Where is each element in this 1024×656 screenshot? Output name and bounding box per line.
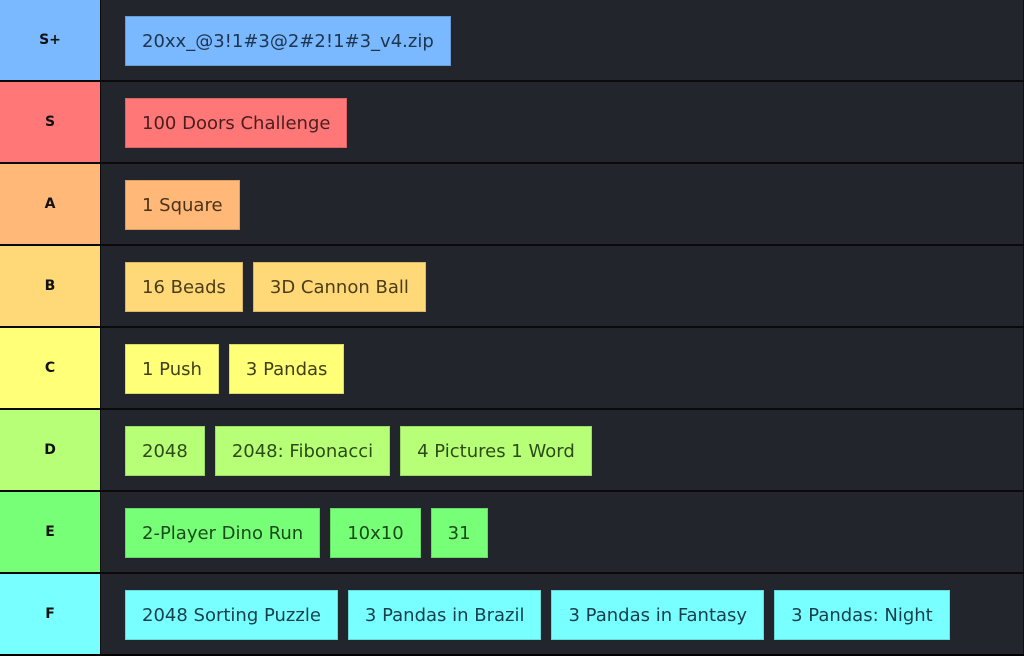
tier-item[interactable]: 3 Pandas in Fantasy bbox=[551, 590, 765, 640]
tier-row-d: D 2048 2048: Fibonacci 4 Pictures 1 Word bbox=[0, 410, 1024, 492]
tier-item[interactable]: 3 Pandas in Brazil bbox=[347, 590, 542, 640]
tier-items[interactable]: 2048 2048: Fibonacci 4 Pictures 1 Word bbox=[101, 410, 1024, 490]
tier-items[interactable]: 16 Beads 3D Cannon Ball bbox=[101, 246, 1024, 326]
tier-item[interactable]: 1 Push bbox=[125, 344, 219, 394]
tier-items[interactable]: 2-Player Dino Run 10x10 31 bbox=[101, 492, 1024, 572]
tier-item[interactable]: 3 Pandas: Night bbox=[774, 590, 950, 640]
tier-item[interactable]: 10x10 bbox=[330, 508, 421, 558]
tier-item[interactable]: 1 Square bbox=[125, 180, 240, 230]
tier-label: E bbox=[0, 492, 101, 572]
tier-item[interactable]: 3 Pandas bbox=[228, 344, 345, 394]
tier-label: S+ bbox=[0, 0, 101, 80]
tier-row-b: B 16 Beads 3D Cannon Ball bbox=[0, 246, 1024, 328]
tier-label: S bbox=[0, 82, 101, 162]
tier-row-s-plus: S+ 20xx_@3!1#3@2#2!1#3_v4.zip bbox=[0, 0, 1024, 82]
tier-item[interactable]: 2-Player Dino Run bbox=[125, 508, 321, 558]
tier-items[interactable]: 20xx_@3!1#3@2#2!1#3_v4.zip bbox=[101, 0, 1024, 80]
tier-item[interactable]: 31 bbox=[430, 508, 488, 558]
tier-row-f: F 2048 Sorting Puzzle 3 Pandas in Brazil… bbox=[0, 574, 1024, 654]
tier-row-s: S 100 Doors Challenge bbox=[0, 82, 1024, 164]
tier-item[interactable]: 16 Beads bbox=[125, 262, 243, 312]
tier-items[interactable]: 100 Doors Challenge bbox=[101, 82, 1024, 162]
tier-item[interactable]: 2048 bbox=[125, 426, 205, 476]
tier-items[interactable]: 1 Square bbox=[101, 164, 1024, 244]
tier-label: C bbox=[0, 328, 101, 408]
tier-row-e: E 2-Player Dino Run 10x10 31 bbox=[0, 492, 1024, 574]
tier-item[interactable]: 20xx_@3!1#3@2#2!1#3_v4.zip bbox=[125, 16, 451, 66]
tier-item[interactable]: 2048 Sorting Puzzle bbox=[125, 590, 338, 640]
tier-item[interactable]: 2048: Fibonacci bbox=[214, 426, 391, 476]
tier-items[interactable]: 2048 Sorting Puzzle 3 Pandas in Brazil 3… bbox=[101, 574, 1024, 654]
tier-item[interactable]: 3D Cannon Ball bbox=[252, 262, 426, 312]
tier-label: D bbox=[0, 410, 101, 490]
tier-row-a: A 1 Square bbox=[0, 164, 1024, 246]
tier-item[interactable]: 100 Doors Challenge bbox=[125, 98, 348, 148]
tier-label: F bbox=[0, 574, 101, 654]
tier-items[interactable]: 1 Push 3 Pandas bbox=[101, 328, 1024, 408]
tier-label: B bbox=[0, 246, 101, 326]
tier-label: A bbox=[0, 164, 101, 244]
tier-item[interactable]: 4 Pictures 1 Word bbox=[400, 426, 592, 476]
tier-row-c: C 1 Push 3 Pandas bbox=[0, 328, 1024, 410]
